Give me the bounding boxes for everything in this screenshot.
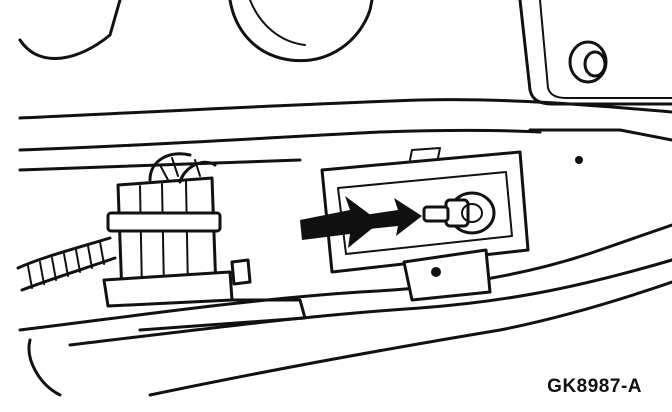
upper-body-panel <box>18 0 672 106</box>
sensor-bracket <box>230 147 530 302</box>
mounting-stud <box>568 40 608 164</box>
electrical-connector <box>102 176 234 308</box>
wiring-harness <box>16 152 217 292</box>
figure-id-label: GK8987-A <box>547 376 642 397</box>
frame-rails <box>18 98 672 172</box>
pointer-arrows <box>300 196 422 248</box>
sensor <box>422 191 496 235</box>
